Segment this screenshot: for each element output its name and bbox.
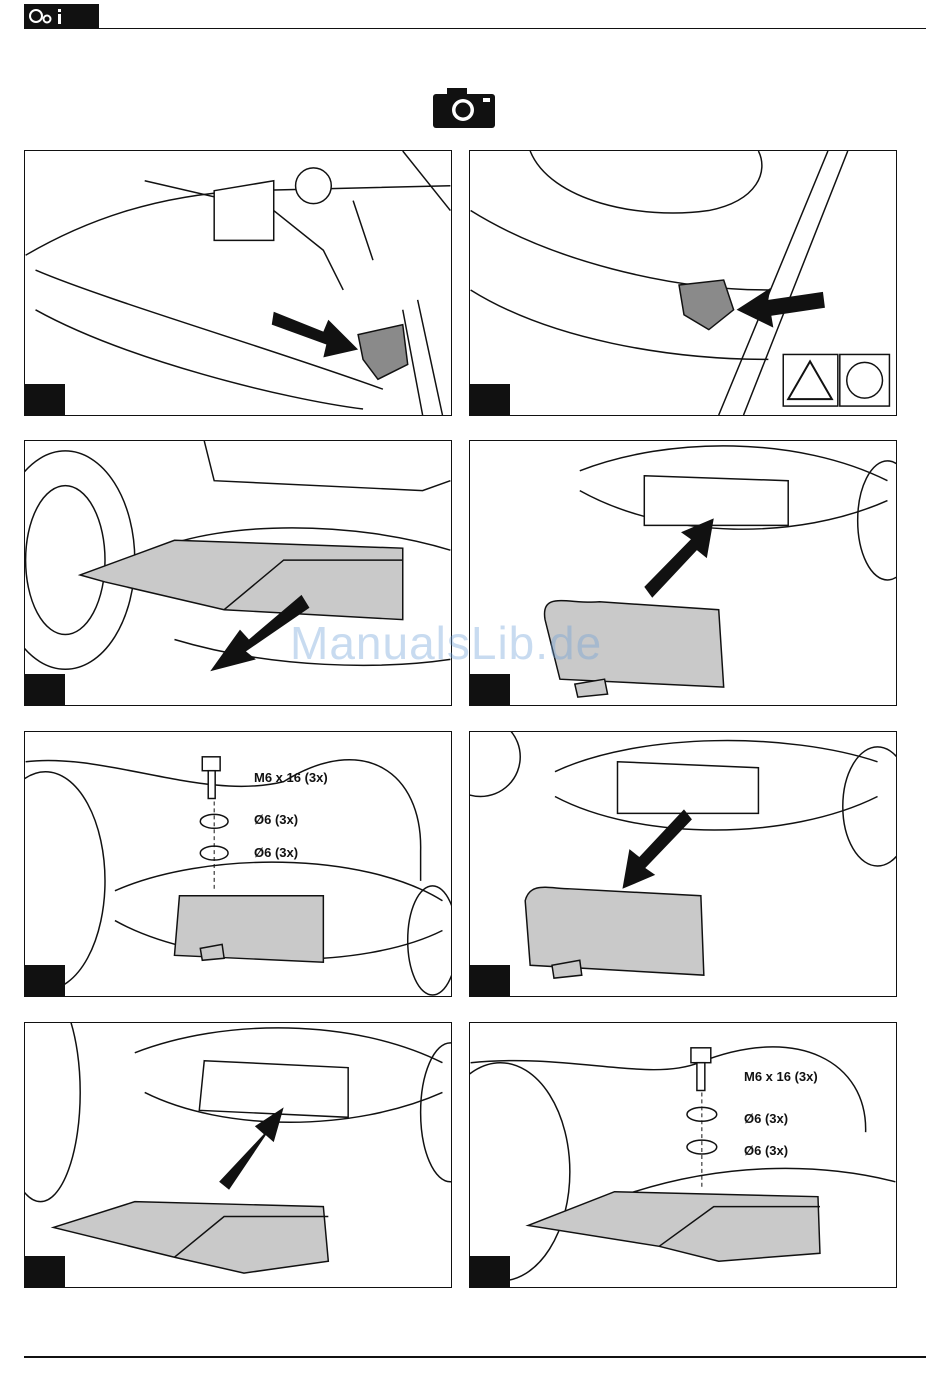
illustration-step-1	[24, 150, 452, 416]
washer-label-bottom: Ø6 (3x)	[744, 1143, 788, 1158]
bolt-label: M6 x 16 (3x)	[254, 770, 328, 785]
illustration-step-6	[469, 731, 897, 997]
header-badge	[24, 4, 99, 28]
footer-rule	[24, 1356, 926, 1358]
illustration-step-5: M6 x 16 (3x) Ø6 (3x) Ø6 (3x)	[24, 731, 452, 997]
gears-icon	[24, 4, 99, 28]
washer-label-top: Ø6 (3x)	[254, 812, 298, 827]
watermark: ManualsLib.de	[290, 616, 602, 670]
illustration-step-7	[24, 1022, 452, 1288]
header-rule	[24, 28, 926, 29]
step-number-box	[25, 1256, 65, 1287]
illustration-step-2	[469, 150, 897, 416]
bolt-label: M6 x 16 (3x)	[744, 1069, 818, 1084]
washer-label-top: Ø6 (3x)	[744, 1111, 788, 1126]
step-number-box	[25, 965, 65, 996]
step-number-box	[25, 384, 65, 415]
illustration-step-8: M6 x 16 (3x) Ø6 (3x) Ø6 (3x)	[469, 1022, 897, 1288]
step-number-box	[470, 965, 510, 996]
step-number-box	[470, 674, 510, 705]
washer-label-bottom: Ø6 (3x)	[254, 845, 298, 860]
step-number-box	[470, 384, 510, 415]
step-number-box	[25, 674, 65, 705]
camera-icon	[433, 86, 495, 128]
step-number-box	[470, 1256, 510, 1287]
